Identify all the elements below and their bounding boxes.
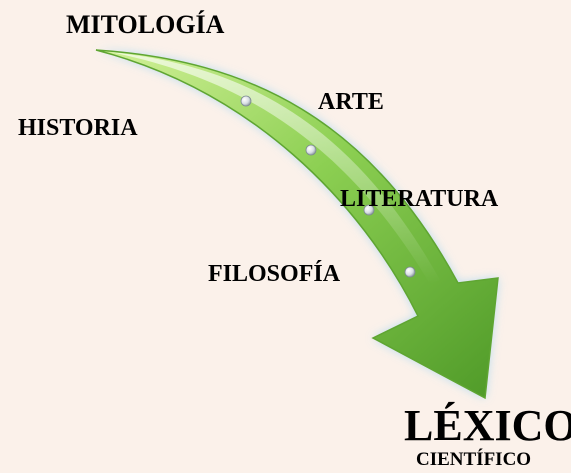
label-arte: ARTE [318,90,384,114]
bead-marker [306,145,316,155]
arrow-body [96,50,498,398]
label-filosofia: FILOSOFÍA [208,262,340,286]
bead-marker [405,267,415,277]
target-title: LÉXICO [404,404,571,448]
label-mitologia: MITOLOGÍA [66,12,224,38]
bead-marker [241,96,251,106]
label-literatura: LITERATURA [340,187,498,211]
label-historia: HISTORIA [18,116,138,140]
target-subtitle: CIENTÍFICO [416,450,531,469]
